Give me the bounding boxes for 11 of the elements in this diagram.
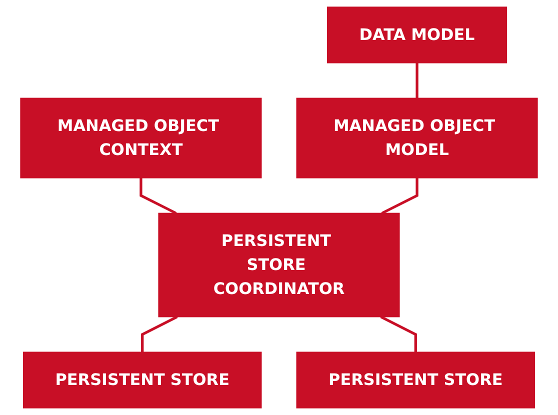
node-box: MANAGED OBJECT MODEL [296, 98, 538, 178]
node-box: MANAGED OBJECT CONTEXT [20, 98, 262, 178]
connector [416, 62, 418, 98]
connector [380, 316, 417, 352]
node-box: PERSISTENT STORE [22, 352, 262, 408]
node-box: PERSISTENT STORE COORDINATOR [158, 212, 400, 318]
node-box: DATA MODEL [327, 6, 508, 64]
connector [141, 316, 178, 352]
connector [381, 178, 418, 214]
node-box: PERSISTENT STORE [296, 352, 536, 408]
connector [140, 178, 177, 214]
